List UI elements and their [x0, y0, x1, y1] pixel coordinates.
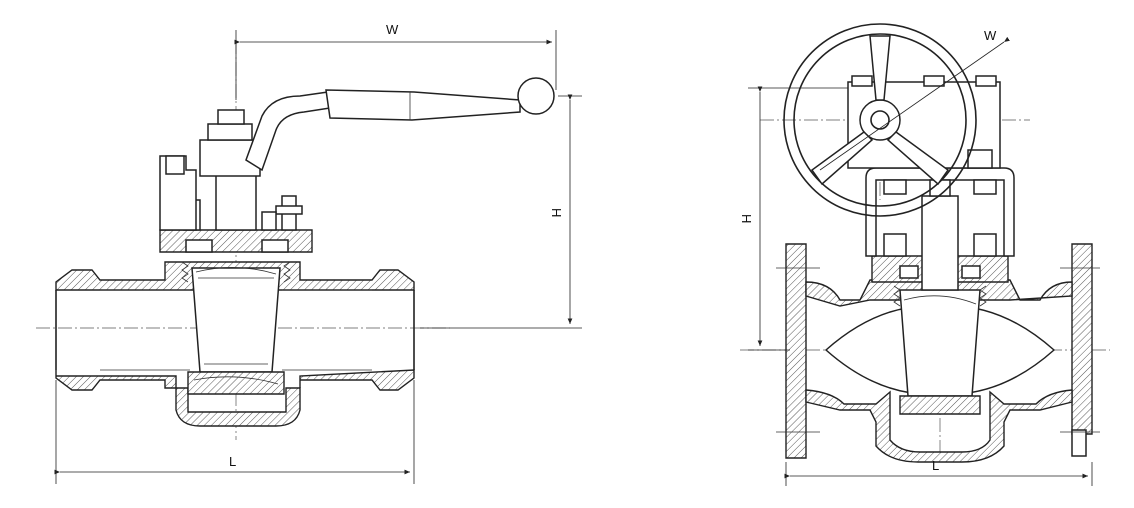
bonnet-gland [159, 229, 313, 253]
gear-valve-view: W H L [739, 23, 1110, 486]
body-lower-wall-right [299, 369, 415, 391]
stem-head [207, 123, 253, 141]
dimension-l-label: L [932, 458, 939, 473]
stem [921, 195, 959, 291]
handwheel-spoke-right [886, 131, 950, 186]
dimension-w-label: W [386, 22, 399, 37]
lever-valve-view: W H L [36, 22, 582, 484]
flange-tab [1071, 429, 1087, 457]
plug-bottom-seal [899, 395, 981, 415]
yoke-frame [865, 167, 1015, 257]
left-flange [785, 243, 807, 459]
lever-arm [245, 91, 331, 172]
lever-ball-knob [517, 77, 555, 115]
tapered-plug [191, 267, 281, 373]
handwheel-spoke-left [810, 131, 874, 186]
handwheel-rim-inner [793, 33, 967, 207]
lever-grip [325, 89, 521, 121]
handwheel-spoke-top [869, 35, 891, 101]
body-bottom-bowl [175, 387, 301, 427]
body-lower-wall [805, 389, 1073, 463]
dimension-h-label: H [549, 208, 564, 217]
stem-nut [217, 109, 245, 125]
dimension-w-leader [819, 36, 1010, 171]
gland-bolt-right [261, 239, 289, 253]
handwheel-rim-outer [783, 23, 977, 217]
tapered-plug [899, 289, 981, 397]
gland-bolt-left [185, 239, 213, 253]
dimension-l-label: L [229, 454, 236, 469]
right-flange [1071, 243, 1093, 435]
body-lower-wall-left [55, 370, 177, 391]
dimension-w-label: W [984, 28, 997, 43]
plug-bottom-seal [187, 371, 285, 395]
dimension-h-label: H [739, 214, 754, 223]
